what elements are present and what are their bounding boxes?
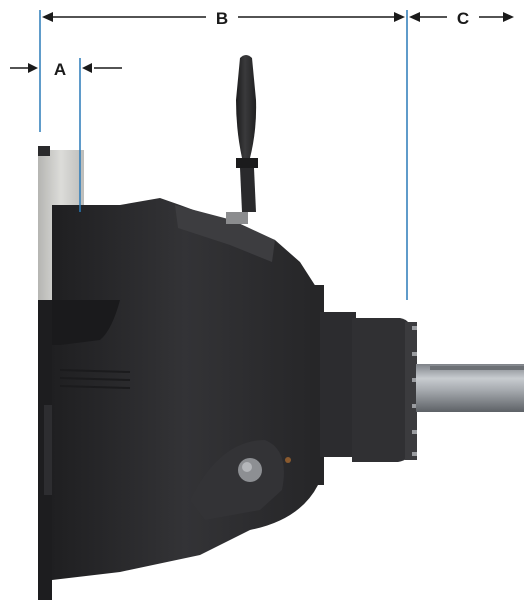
hand-lever-stem <box>240 168 256 212</box>
dimension-a-label: A <box>54 60 66 79</box>
hand-lever-collar <box>236 158 258 168</box>
dimension-c-label: C <box>457 9 469 28</box>
bearing-cap-bolts <box>412 326 417 456</box>
dimension-a: A <box>10 60 122 79</box>
dimension-b-left-arrowhead <box>42 12 53 22</box>
grease-fitting <box>285 457 291 463</box>
dimension-b-right-arrowhead <box>394 12 405 22</box>
dimension-arrows: A B C <box>10 9 514 79</box>
dimension-c: C <box>409 9 514 28</box>
reference-lines <box>39 10 408 300</box>
hand-lever <box>226 55 258 224</box>
output-shaft-keyway <box>430 366 524 370</box>
dimension-a-right-arrowhead <box>82 63 92 73</box>
bearing-cap <box>405 322 417 460</box>
clutch-housing <box>52 198 318 580</box>
bearing-block <box>320 312 356 457</box>
dimension-a-left-arrowhead <box>28 63 38 73</box>
pivot-lug <box>190 440 284 520</box>
dimension-b-label: B <box>216 9 228 28</box>
dimension-b: B <box>42 9 405 28</box>
flange-plate-top-edge <box>38 146 50 156</box>
housing-recess <box>52 300 120 345</box>
housing-ribs <box>59 369 131 389</box>
dimension-c-left-arrowhead <box>409 12 420 22</box>
hand-lever-base <box>226 212 248 224</box>
housing-shoulder <box>175 205 275 262</box>
output-shaft <box>416 364 524 412</box>
pivot-pin-highlight <box>242 462 252 472</box>
dimension-c-right-arrowhead <box>503 12 514 22</box>
pto-unit-illustration <box>38 55 524 600</box>
hand-lever-grip <box>236 55 257 158</box>
bearing-block-face <box>352 318 412 462</box>
